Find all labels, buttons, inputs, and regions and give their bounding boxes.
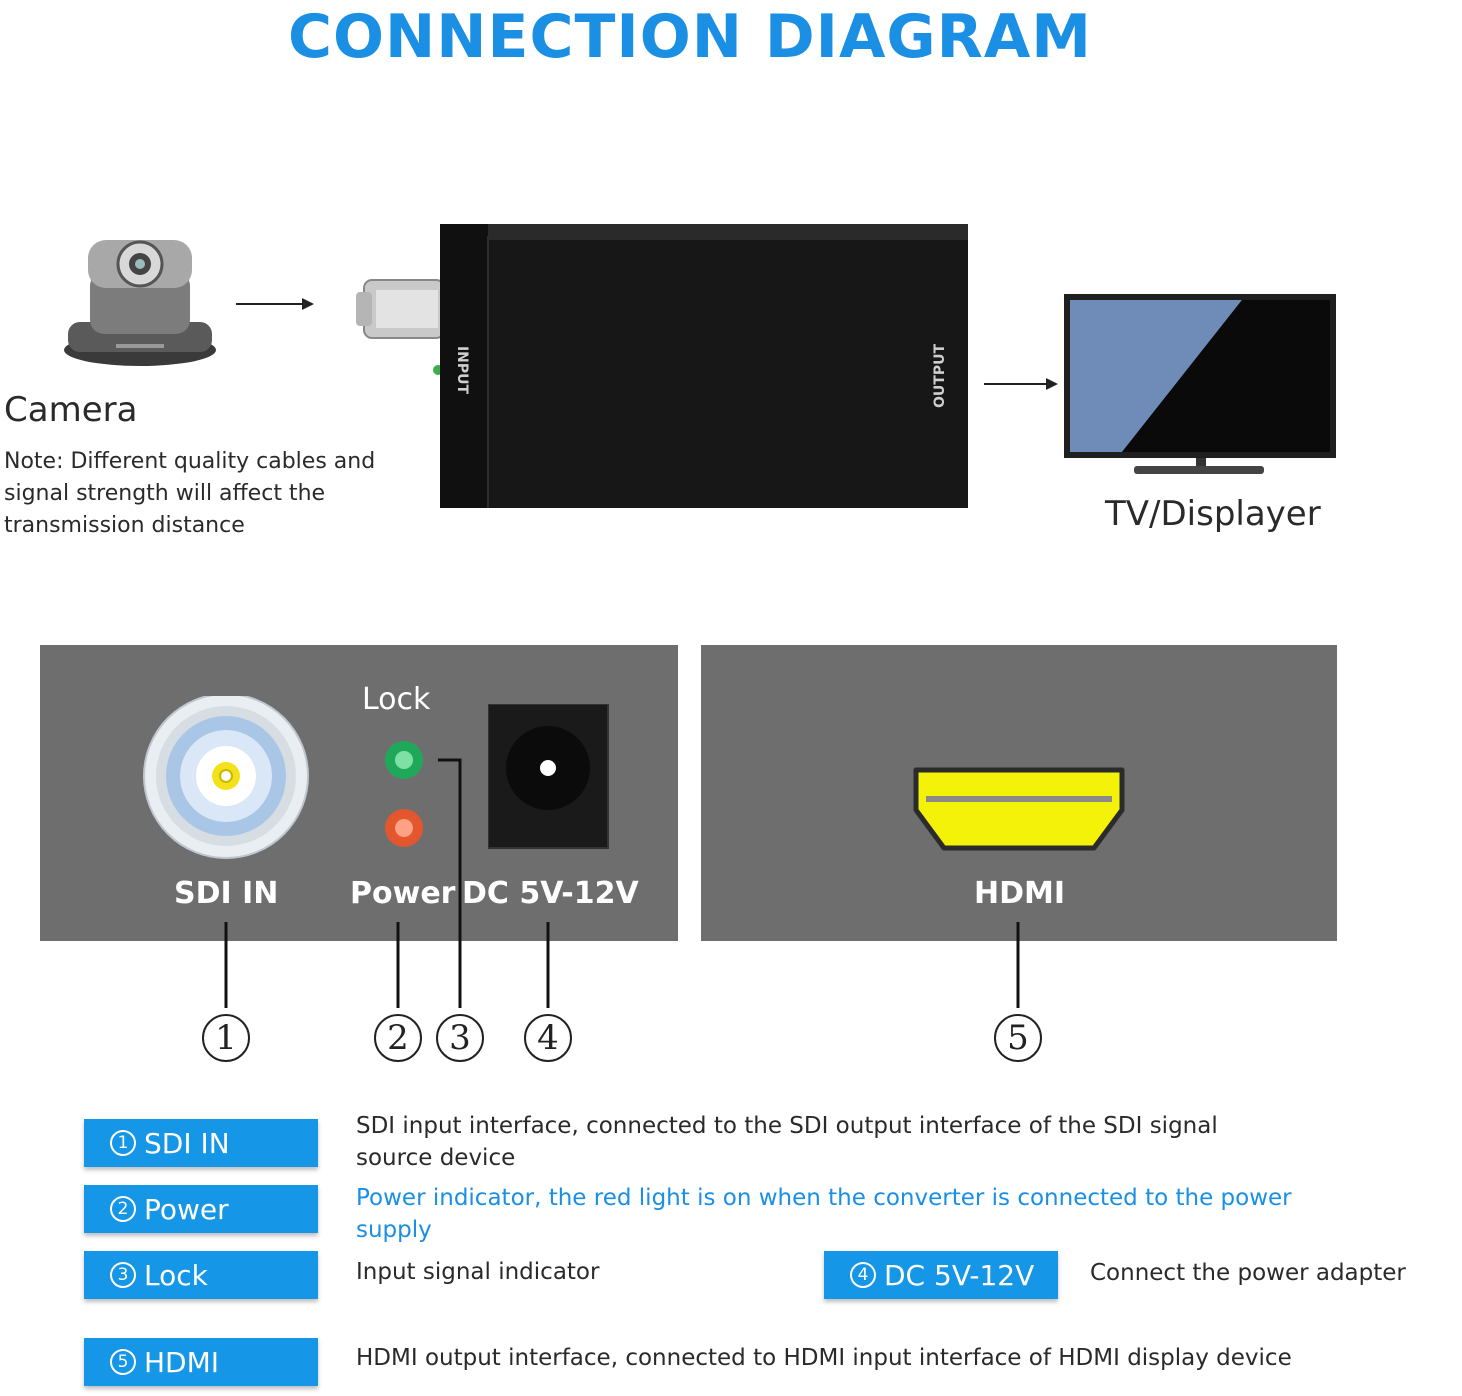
arrow-right-icon [236, 298, 314, 310]
legend-tag-label: Lock [144, 1258, 208, 1292]
output-label: OUTPUT [932, 344, 948, 408]
legend-num: 2 [110, 1196, 136, 1222]
camera-note: Note: Different quality cables and signa… [4, 449, 376, 538]
lock-led-icon [385, 741, 423, 779]
camera-label: Camera [4, 390, 138, 430]
legend-tag-power: 2 Power [84, 1185, 318, 1233]
legend-desc-lock: Input signal indicator [356, 1259, 600, 1285]
legend-tag-dc: 4 DC 5V-12V [824, 1251, 1058, 1299]
hdmi-port-icon [913, 767, 1125, 851]
legend-desc-sdi-in: SDI input interface, connected to the SD… [356, 1113, 1218, 1171]
callout-4: 4 [524, 1014, 572, 1062]
legend-num: 3 [110, 1262, 136, 1288]
callout-1: 1 [202, 1014, 250, 1062]
power-label: Power [350, 876, 456, 911]
callout-leader-lines [224, 758, 1020, 1008]
sdi-in-label: SDI IN [174, 876, 279, 911]
camera-icon [64, 240, 216, 366]
legend-tag-hdmi: 5 HDMI [84, 1338, 318, 1386]
dc-label: DC 5V-12V [462, 876, 639, 911]
arrow-right-icon [984, 378, 1058, 390]
legend-num: 4 [850, 1262, 876, 1288]
legend-tag-sdi-in: 1 SDI IN [84, 1119, 318, 1167]
input-label: INPUT [454, 346, 470, 395]
legend-tag-label: DC 5V-12V [884, 1258, 1035, 1292]
converter-device: INPUT OUTPUT [356, 224, 968, 508]
legend-num: 1 [110, 1130, 136, 1156]
callout-3: 3 [436, 1014, 484, 1062]
legend-tag-label: SDI IN [144, 1126, 230, 1160]
legend-desc-hdmi: HDMI output interface, connected to HDMI… [356, 1345, 1292, 1371]
legend-tag-lock: 3 Lock [84, 1251, 318, 1299]
legend-desc-dc: Connect the power adapter [1090, 1260, 1406, 1286]
callout-2: 2 [374, 1014, 422, 1062]
power-led-icon [385, 809, 423, 847]
tv-label: TV/Displayer [1105, 494, 1321, 534]
lock-label: Lock [362, 682, 431, 717]
legend-tag-label: Power [144, 1192, 229, 1226]
sdi-port-icon [143, 696, 309, 859]
hdmi-label: HDMI [974, 876, 1066, 911]
legend-num: 5 [110, 1349, 136, 1375]
legend-desc-power: Power indicator, the red light is on whe… [356, 1185, 1292, 1243]
dc-jack-icon [488, 704, 609, 849]
tv-icon [1064, 294, 1336, 474]
page-title: CONNECTION DIAGRAM [287, 2, 1092, 72]
callout-5: 5 [994, 1014, 1042, 1062]
legend-tag-label: HDMI [144, 1345, 220, 1379]
